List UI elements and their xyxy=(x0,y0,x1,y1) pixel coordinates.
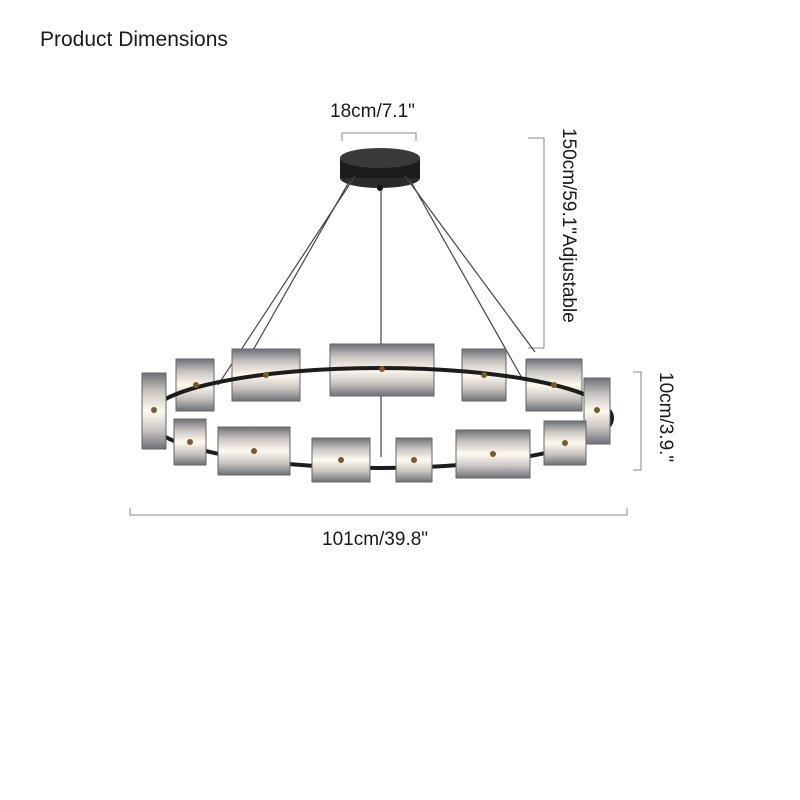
side-shades xyxy=(141,372,611,450)
ring-height-label: 10cm/3.9." xyxy=(655,372,676,463)
ceiling-canopy xyxy=(340,148,420,191)
ring-height-line xyxy=(633,371,642,471)
mounting-points xyxy=(151,366,600,463)
front-shades xyxy=(173,418,587,483)
canopy-width-line xyxy=(341,132,417,141)
suspension-cables xyxy=(217,175,536,457)
hanging-height-line xyxy=(528,137,545,349)
ring-diameter-line xyxy=(129,508,628,516)
ring-diameter-label: 101cm/39.8" xyxy=(322,529,429,550)
hanging-height-label: 150cm/59.1"Adjustable xyxy=(558,128,579,323)
dimension-lines xyxy=(129,132,642,516)
page-title: Product Dimensions xyxy=(40,28,228,51)
canopy-width-label: 18cm/7.1" xyxy=(330,101,415,122)
